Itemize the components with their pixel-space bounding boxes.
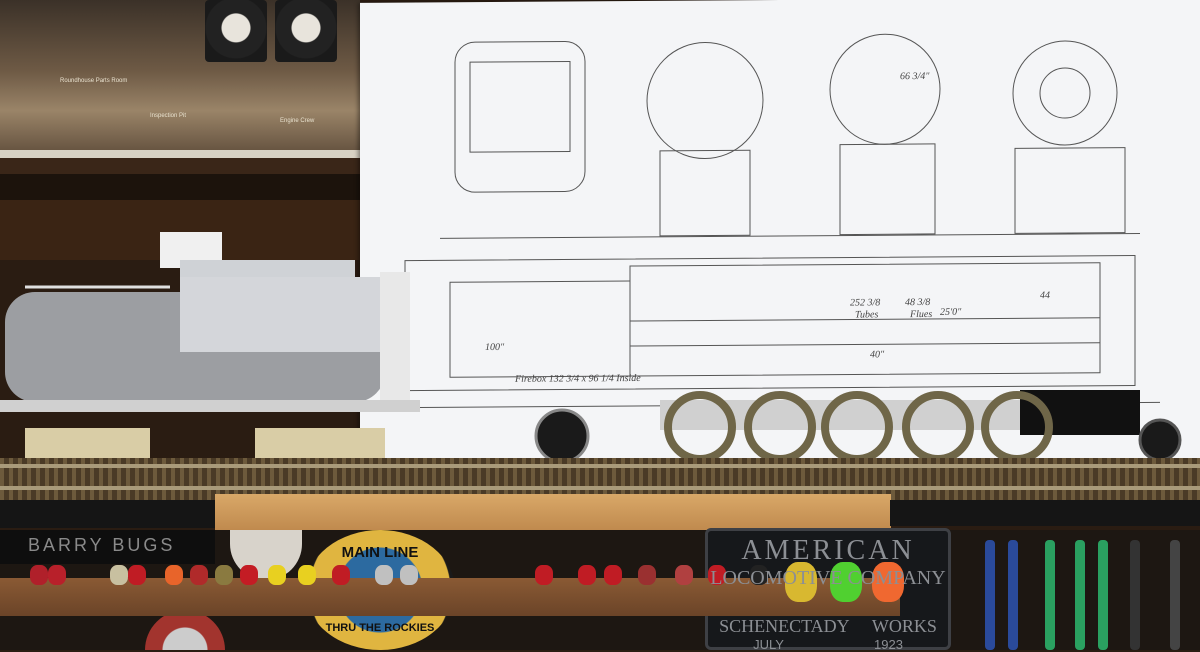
alco-line3: SCHENECTADY [719,616,850,636]
screwdriver-handle [604,565,622,585]
screwdriver-handle [332,565,350,585]
plier-handle [1098,540,1108,650]
screwdriver-handle [750,565,768,585]
locomotive-chassis [534,390,1182,464]
blueprint-annotation: 252 3/8 [850,297,881,309]
screwdriver-handle [110,565,128,585]
screwdriver-handle [48,565,66,585]
blueprint-annotation: 44 [1040,290,1050,302]
motor-block [1020,390,1140,435]
picture-frame [0,150,360,200]
main-line-text: MAIN LINE [341,544,419,561]
alco-year: 1923 [874,637,903,652]
screwdriver-handle [708,565,726,585]
plier-handle [1045,540,1055,650]
alco-line4: WORKS [871,616,937,636]
locomotive-front-in-photo [205,0,267,62]
wood-shelf [215,494,891,530]
photo-caption: Engine Crew [280,118,315,124]
blueprint-annotation: 100" [485,341,505,354]
trailing-wheel [1138,418,1182,462]
screwdriver-rack [0,578,900,616]
screwdriver-handle [578,565,596,585]
screwdriver-handle [675,565,693,585]
blueprint-annotation: Tubes [855,309,879,321]
tender-rear [380,272,410,412]
blueprint-annotation: Flues [910,308,933,321]
alco-line2: LOCOMOTIVE COMPANY [710,567,946,589]
screwdriver-handle [375,565,393,585]
blueprint-annotation: 48 3/8 [905,296,931,309]
blueprint-annotation: 66 3/4" [900,70,930,83]
alco-month: JULY [753,637,784,652]
photo-caption: Roundhouse Parts Room [60,78,128,84]
plier-handle [1130,540,1140,650]
thru-the-rockies-text: THRU THE ROCKIES [325,622,435,634]
locomotive-front-in-photo [275,0,337,62]
blueprint-annotation: 40" [870,349,885,361]
alco-builders-plate: AMERICAN LOCOMOTIVE COMPANY SCHENECTADY … [705,528,951,652]
screwdriver-handle [298,565,316,585]
tender-coal-bunker-top [180,260,355,282]
screwdriver-handle [165,565,183,585]
screwdriver-handle [30,565,48,585]
screwdriver-handle [830,562,862,602]
plier-handle [1008,540,1018,650]
tender-side-panel [180,277,380,352]
alco-line1: AMERICAN [741,535,915,566]
shelf-bracket [0,500,215,528]
screwdriver-handle [872,562,904,602]
screwdriver-handle [400,565,418,585]
end-view-drawings [440,33,1140,239]
screwdriver-handle [215,565,233,585]
screwdriver-handle [535,565,553,585]
model-track [0,458,1200,500]
barry-bugs-sign: BARRY BUGS [0,530,215,564]
screwdriver-handle [785,562,817,602]
plier-handle [1170,540,1180,650]
pilot-wheel [534,408,590,464]
plier-handle [1075,540,1085,650]
plier-handle [985,540,995,650]
blueprint-annotation: 25'0" [940,306,962,318]
screwdriver-handle [128,565,146,585]
screwdriver-handle [268,565,286,585]
model-tender [0,232,420,464]
photo-caption: Inspection Pit [150,113,187,119]
shelf-bracket [890,500,1200,526]
screwdriver-handle [240,565,258,585]
screwdriver-handle [190,565,208,585]
screwdriver-handle [638,565,656,585]
framed-roundhouse-photo: Roundhouse Parts Room Inspection Pit Eng… [0,0,360,158]
